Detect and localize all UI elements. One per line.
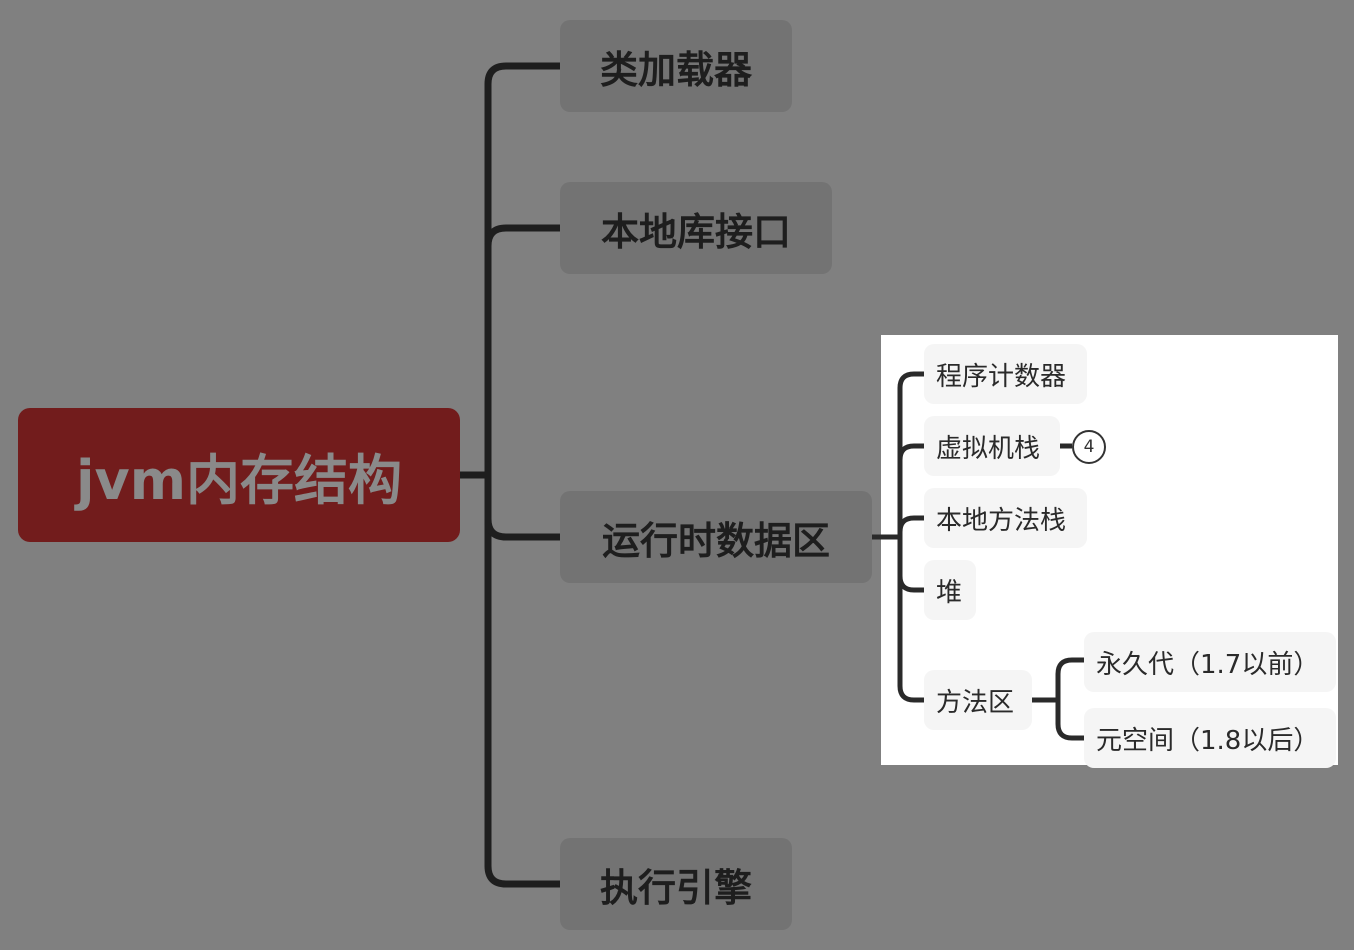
node-label: 程序计数器: [936, 361, 1067, 392]
node-label: 永久代（1.7以前）: [1096, 649, 1320, 680]
node-permgen[interactable]: 永久代（1.7以前）: [1084, 632, 1336, 692]
node-metaspace[interactable]: 元空间（1.8以后）: [1084, 708, 1336, 768]
root-node[interactable]: jvm内存结构: [18, 408, 460, 542]
node-vm-stack[interactable]: 虚拟机栈: [924, 416, 1060, 476]
branch-label: 本地库接口: [600, 209, 791, 254]
branch-native-interface[interactable]: 本地库接口: [560, 182, 832, 274]
branch-execution-engine[interactable]: 执行引擎: [560, 838, 792, 930]
node-label: 本地方法栈: [936, 505, 1067, 536]
node-label: 虚拟机栈: [936, 433, 1041, 464]
node-label: 堆: [936, 577, 963, 608]
branch-label: 运行时数据区: [601, 518, 830, 563]
node-program-counter[interactable]: 程序计数器: [924, 344, 1087, 404]
collapsed-count-badge[interactable]: 4: [1072, 430, 1106, 464]
node-method-area[interactable]: 方法区: [924, 670, 1032, 730]
node-heap[interactable]: 堆: [924, 560, 976, 620]
node-label: 方法区: [936, 687, 1015, 718]
node-native-method-stack[interactable]: 本地方法栈: [924, 488, 1087, 548]
collapsed-count: 4: [1083, 437, 1095, 457]
branch-runtime-data-area[interactable]: 运行时数据区: [560, 491, 872, 583]
branch-label: 类加载器: [599, 47, 752, 92]
root-label: jvm内存结构: [76, 448, 402, 512]
branch-class-loader[interactable]: 类加载器: [560, 20, 792, 112]
branch-label: 执行引擎: [599, 865, 752, 910]
node-label: 元空间（1.8以后）: [1096, 725, 1320, 756]
